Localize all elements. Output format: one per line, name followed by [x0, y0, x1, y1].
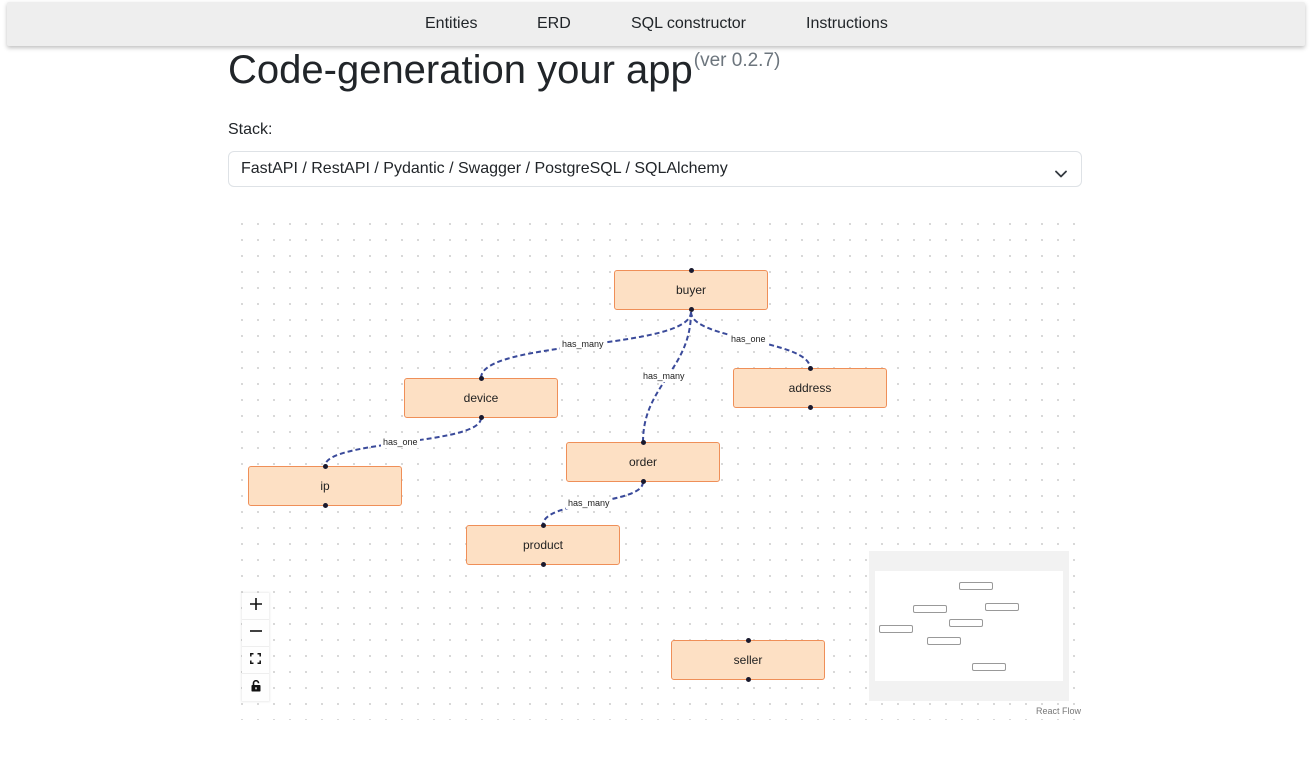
node-device[interactable]: device [404, 376, 558, 420]
node-address[interactable]: address [733, 366, 887, 410]
edge-label-device-ip: has_one [381, 437, 420, 448]
node-label: seller [733, 653, 763, 667]
nav-entities[interactable]: Entities [425, 15, 478, 32]
node-handle-bottom[interactable] [323, 503, 328, 508]
minimap-viewport [875, 571, 1063, 681]
stack-label: Stack: [228, 121, 273, 138]
stack-select-value: FastAPI / RestAPI / Pydantic / Swagger /… [241, 160, 728, 177]
minimap-node [972, 663, 1006, 671]
minimap-node [949, 619, 983, 627]
node-handle-top[interactable] [323, 464, 328, 469]
flow-controls [242, 593, 269, 701]
node-handle-top[interactable] [808, 366, 813, 371]
node-handle-top[interactable] [541, 523, 546, 528]
minimap-node [879, 625, 913, 633]
nav-erd[interactable]: ERD [537, 15, 571, 32]
minimap-node [959, 582, 993, 590]
node-label: buyer [675, 283, 707, 297]
minimap[interactable] [869, 551, 1069, 701]
node-label: device [463, 391, 499, 405]
plus-icon [249, 597, 262, 615]
nav-instructions[interactable]: Instructions [806, 15, 888, 32]
node-label: order [628, 455, 657, 469]
edge-label-buyer-device: has_many [560, 339, 606, 350]
node-label: ip [320, 479, 330, 493]
node-handle-top[interactable] [746, 638, 751, 643]
edge-buyer-order[interactable] [642, 311, 692, 443]
minimap-node [927, 637, 961, 645]
node-handle-top[interactable] [641, 440, 646, 445]
node-product[interactable]: product [466, 523, 620, 567]
node-handle-top[interactable] [689, 268, 694, 273]
node-handle-bottom[interactable] [808, 405, 813, 410]
node-ip[interactable]: ip [248, 464, 402, 508]
lock-button[interactable] [242, 674, 269, 701]
node-handle-bottom[interactable] [689, 307, 694, 312]
minimap-node [913, 605, 947, 613]
minus-icon [249, 624, 262, 642]
node-handle-bottom[interactable] [479, 415, 484, 420]
node-label: address [788, 381, 832, 395]
react-flow-attribution[interactable]: React Flow [1035, 706, 1081, 716]
zoom-out-button[interactable] [242, 620, 269, 647]
page-title-text: Code-generation your app [228, 48, 693, 92]
edge-label-order-product: has_many [566, 498, 612, 509]
minimap-node [985, 603, 1019, 611]
erd-canvas[interactable]: has_many has_many has_one has_one has_ma… [228, 210, 1083, 720]
edge-label-buyer-address: has_one [729, 334, 768, 345]
node-handle-bottom[interactable] [541, 562, 546, 567]
node-handle-top[interactable] [479, 376, 484, 381]
node-seller[interactable]: seller [671, 638, 825, 682]
edge-label-buyer-order: has_many [641, 371, 687, 382]
fit-view-button[interactable] [242, 647, 269, 674]
lock-icon [251, 679, 261, 697]
node-handle-bottom[interactable] [746, 677, 751, 682]
chevron-down-icon [1055, 165, 1067, 183]
fit-view-icon [250, 651, 261, 669]
version-label: (ver 0.2.7) [693, 50, 781, 71]
stack-select[interactable]: FastAPI / RestAPI / Pydantic / Swagger /… [228, 151, 1082, 187]
node-handle-bottom[interactable] [641, 479, 646, 484]
node-buyer[interactable]: buyer [614, 268, 768, 312]
node-label: product [522, 538, 564, 552]
page-title: Code-generation your app(ver 0.2.7) [228, 48, 780, 93]
nav-sql-constructor[interactable]: SQL constructor [631, 15, 747, 32]
top-navbar: Entities ERD SQL constructor Instruction… [7, 2, 1305, 46]
node-order[interactable]: order [566, 440, 720, 484]
zoom-in-button[interactable] [242, 593, 269, 620]
